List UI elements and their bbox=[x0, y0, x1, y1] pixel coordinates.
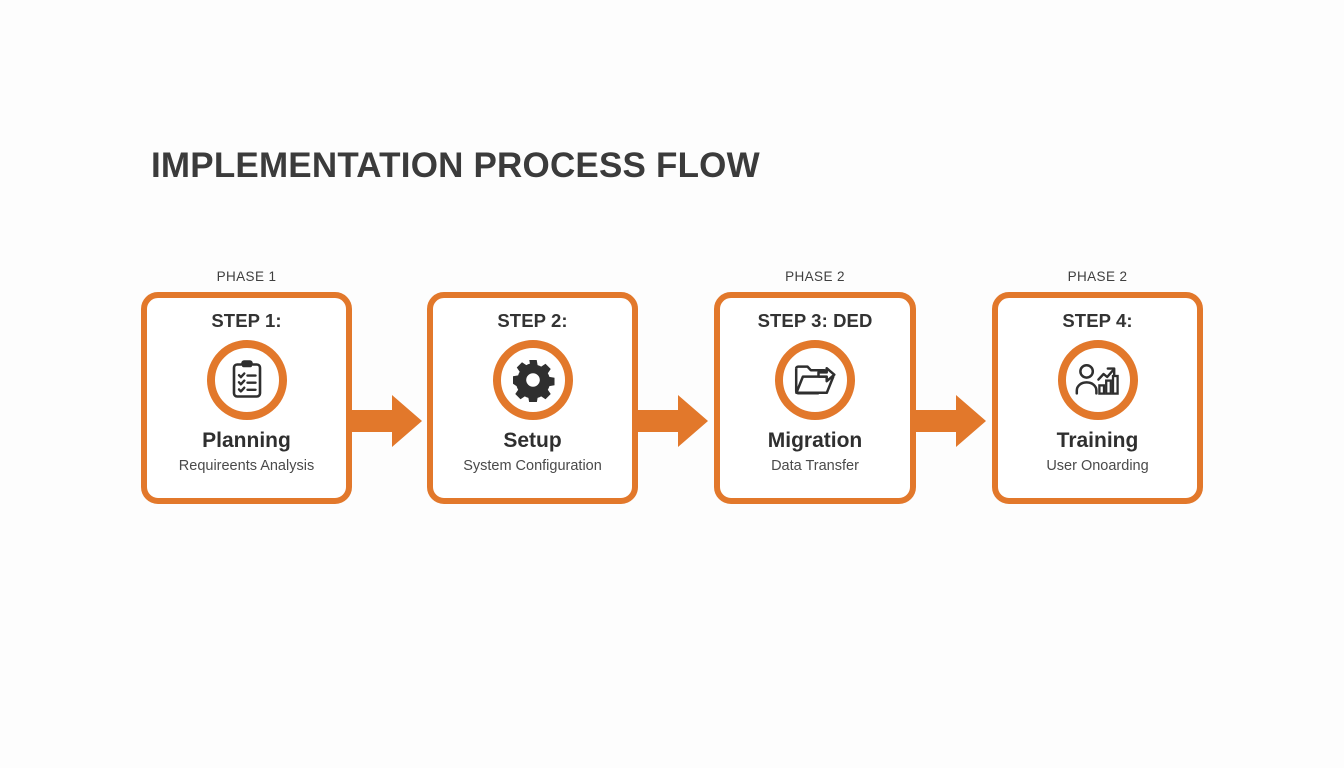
arrow-right-icon bbox=[638, 393, 710, 449]
step-heading-2: STEP 2: bbox=[497, 310, 568, 331]
process-flow-diagram: PHASE 1 STEP 1: bbox=[141, 268, 1203, 508]
folder-export-icon bbox=[793, 360, 837, 400]
step-subtitle-2: System Configuration bbox=[463, 458, 602, 474]
arrow-right-icon bbox=[352, 393, 424, 449]
step-title-4: Training bbox=[1056, 429, 1139, 452]
phase-label-1: PHASE 1 bbox=[216, 269, 277, 284]
step-title-1: Planning bbox=[202, 429, 291, 452]
process-step-1[interactable]: PHASE 1 STEP 1: bbox=[141, 268, 352, 504]
arrow-right-icon bbox=[916, 393, 988, 449]
clipboard-checklist-icon bbox=[225, 358, 269, 402]
step-icon-ring-3 bbox=[775, 340, 855, 420]
person-growth-chart-icon bbox=[1075, 360, 1121, 400]
step-subtitle-3: Data Transfer bbox=[771, 458, 859, 474]
phase-label-4: PHASE 2 bbox=[1067, 269, 1128, 284]
step-card-3[interactable]: STEP 3: DED Migration Data Transfer bbox=[714, 292, 916, 504]
process-step-2[interactable]: STEP 2: Setup System Configuration bbox=[427, 268, 638, 504]
step-heading-1: STEP 1: bbox=[211, 310, 282, 331]
step-heading-4: STEP 4: bbox=[1062, 310, 1133, 331]
page-title: IMPLEMENTATION PROCESS FLOW bbox=[151, 146, 760, 185]
process-step-3[interactable]: PHASE 2 STEP 3: DED Migration Data Trans… bbox=[714, 268, 916, 504]
step-icon-ring-4 bbox=[1057, 340, 1138, 420]
step-card-1[interactable]: STEP 1: bbox=[141, 292, 352, 504]
step-card-2[interactable]: STEP 2: Setup System Configuration bbox=[427, 292, 638, 504]
flow-connector-3 bbox=[916, 393, 988, 449]
step-subtitle-1: Requireents Analysis bbox=[178, 458, 315, 474]
gear-icon bbox=[511, 358, 555, 402]
step-icon-ring-2 bbox=[492, 340, 573, 420]
flow-connector-1 bbox=[352, 393, 424, 449]
step-title-3: Migration bbox=[767, 429, 863, 452]
flow-connector-2 bbox=[638, 393, 710, 449]
step-heading-3: STEP 3: DED bbox=[757, 310, 873, 331]
step-subtitle-4: User Onoarding bbox=[1046, 458, 1149, 474]
process-step-4[interactable]: PHASE 2 STEP 4: bbox=[992, 268, 1203, 504]
step-title-2: Setup bbox=[503, 429, 562, 452]
phase-label-3: PHASE 2 bbox=[785, 269, 845, 284]
step-icon-ring-1 bbox=[206, 340, 287, 420]
step-card-4[interactable]: STEP 4: Training bbox=[992, 292, 1203, 504]
